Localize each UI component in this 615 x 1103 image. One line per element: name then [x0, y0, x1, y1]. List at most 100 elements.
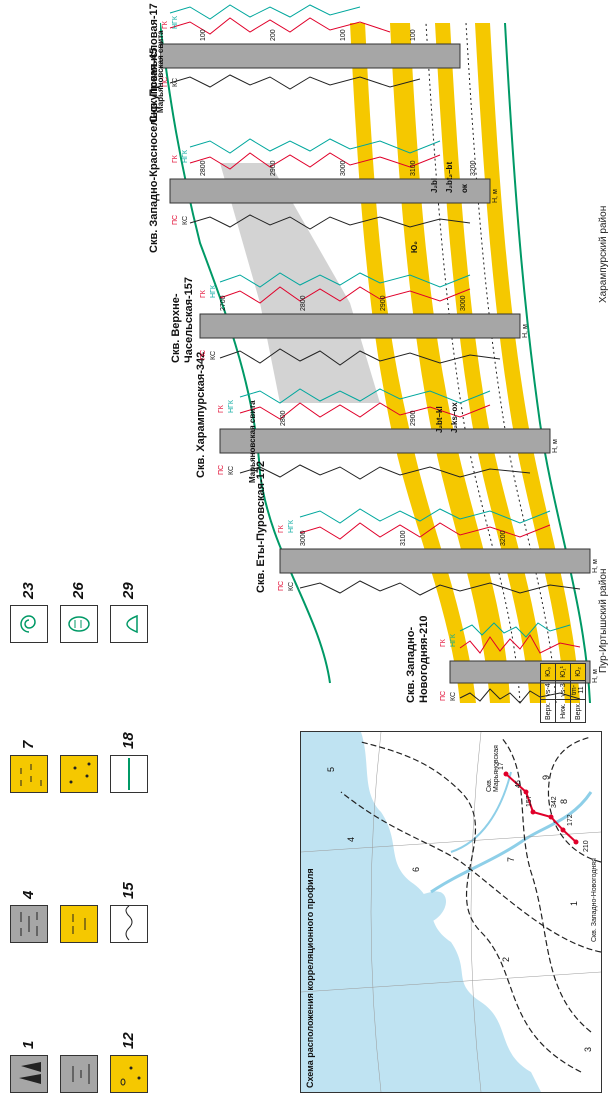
- legend-swatch-7: [10, 755, 48, 793]
- legend-number: 29: [120, 582, 137, 599]
- formation-label: J₂ks–ox: [450, 402, 459, 433]
- well-label: 45: [515, 780, 522, 788]
- well-title: Скв. Харампурская-342: [195, 351, 207, 478]
- formation-label: J₂bl: [430, 177, 439, 193]
- formation-boundary: [159, 22, 331, 684]
- profile-canvas: [159, 4, 591, 704]
- legend-swatch-5: [60, 905, 98, 943]
- map-well-caption: Скв. Западно-Новогодняя: [591, 858, 598, 942]
- zone-label: 6: [411, 866, 421, 872]
- formation-label: J₂bt–kl: [435, 406, 444, 433]
- depth-label: 3000: [460, 295, 467, 311]
- sand-band: [350, 23, 476, 703]
- zone-boundary: [547, 736, 602, 863]
- legend-number: 1: [20, 1040, 37, 1049]
- curve-tag: НГК: [450, 634, 457, 647]
- legend-swatch-1: [10, 1055, 48, 1093]
- legend-number: 15: [120, 882, 137, 899]
- table-cell: Ю₀: [540, 663, 556, 681]
- legend-number: 18: [120, 732, 137, 749]
- zone-boundary: [340, 791, 602, 953]
- legend-swatch-8: [60, 755, 98, 793]
- curve-tag: КС: [288, 581, 295, 591]
- legend-swatch-2: [60, 1055, 98, 1093]
- formation-boundary: [504, 22, 591, 704]
- table-cell: tm-11: [570, 680, 586, 700]
- well-column-45: [169, 138, 491, 230]
- curve-tag: КС: [210, 350, 217, 360]
- formation-label: Марьяновская свита: [248, 400, 257, 483]
- map-title: Схема расположения корреляционного профи…: [305, 868, 315, 1088]
- depth-label: 3000: [340, 160, 347, 176]
- table-cell: vs-4: [540, 680, 556, 700]
- curve-tag: КС: [182, 215, 189, 225]
- well-title: Скв. Верхне- Часельская-157: [170, 276, 195, 363]
- region-label: Харампурский район: [598, 205, 609, 303]
- zone-boundary: [500, 736, 592, 1033]
- depth-unit: H, м: [552, 439, 559, 453]
- depth-unit: H, м: [522, 324, 529, 338]
- zone-label: 7: [506, 856, 516, 862]
- curve-tag: ПС: [172, 214, 179, 225]
- curve-tag: ГК: [200, 290, 207, 298]
- curve-tag: ГК: [162, 21, 169, 29]
- depth-label: 3200: [470, 160, 477, 176]
- curve-tag: КС: [450, 691, 457, 701]
- zone-boundary: [360, 741, 582, 1073]
- well-label: 172: [567, 814, 574, 826]
- depth-label: 2800: [280, 410, 287, 426]
- curve-tag: НГК: [210, 285, 217, 298]
- well-column-157: [199, 272, 521, 366]
- zone-label: 9: [541, 774, 551, 780]
- depth-label: 2700: [220, 295, 227, 311]
- depth-unit: H, м: [492, 189, 499, 203]
- clay-wedge: [220, 163, 380, 403]
- legend: 1 4 7 12 15 18: [0, 0, 160, 1103]
- depth-label: 3100: [400, 530, 407, 546]
- curve-tag: ГК: [278, 525, 285, 533]
- zone-label: 3: [583, 1046, 593, 1052]
- river: [450, 771, 512, 853]
- table-cell: Ю₁¹: [555, 663, 571, 681]
- well-column-17: [159, 4, 461, 90]
- depth-label: 100: [410, 29, 417, 41]
- depth-label: 2800: [200, 160, 207, 176]
- depth-label: 3200: [500, 530, 507, 546]
- profile-line: [505, 773, 577, 843]
- depth-label: 2900: [410, 410, 417, 426]
- well-label: 342: [551, 796, 558, 808]
- depth-label: 2900: [380, 295, 387, 311]
- zone-label: 5: [326, 766, 336, 772]
- legend-number: 26: [70, 582, 87, 599]
- table-cell: Ю₂: [570, 663, 586, 681]
- depth-label: 2900: [270, 160, 277, 176]
- formation-label: J₂bt₂–bt: [445, 161, 454, 193]
- legend-swatch-18: [110, 755, 148, 793]
- curve-tag: ПС: [278, 580, 285, 591]
- curve-tag: НГК: [288, 520, 295, 533]
- well-column-172: [279, 508, 591, 596]
- table-cell: Верх.: [570, 699, 586, 723]
- well-column-342: [219, 388, 551, 480]
- curve-tag: ГК: [172, 155, 179, 163]
- curve-tag: ГК: [218, 405, 225, 413]
- curve-tag: КС: [172, 77, 179, 87]
- well-label: 210: [583, 840, 590, 852]
- sand-band: [435, 23, 546, 703]
- map-canvas: [300, 731, 602, 1093]
- table-cell: Верх.: [540, 699, 556, 723]
- table-cell: vs-3: [555, 680, 571, 700]
- curve-tag: ПС: [440, 690, 447, 701]
- depth-label: 3000: [300, 530, 307, 546]
- river: [430, 791, 593, 894]
- bay-area: [341, 891, 446, 952]
- correlation-profile: Скв. Западно- Новогодняя-210 Скв. Еты-Пу…: [148, 3, 610, 723]
- legend-swatch-4: [10, 905, 48, 943]
- legend-number: 12: [120, 1032, 137, 1049]
- depth-label: 100: [200, 29, 207, 41]
- depth-label: 2800: [300, 295, 307, 311]
- legend-swatch-15: [110, 905, 148, 943]
